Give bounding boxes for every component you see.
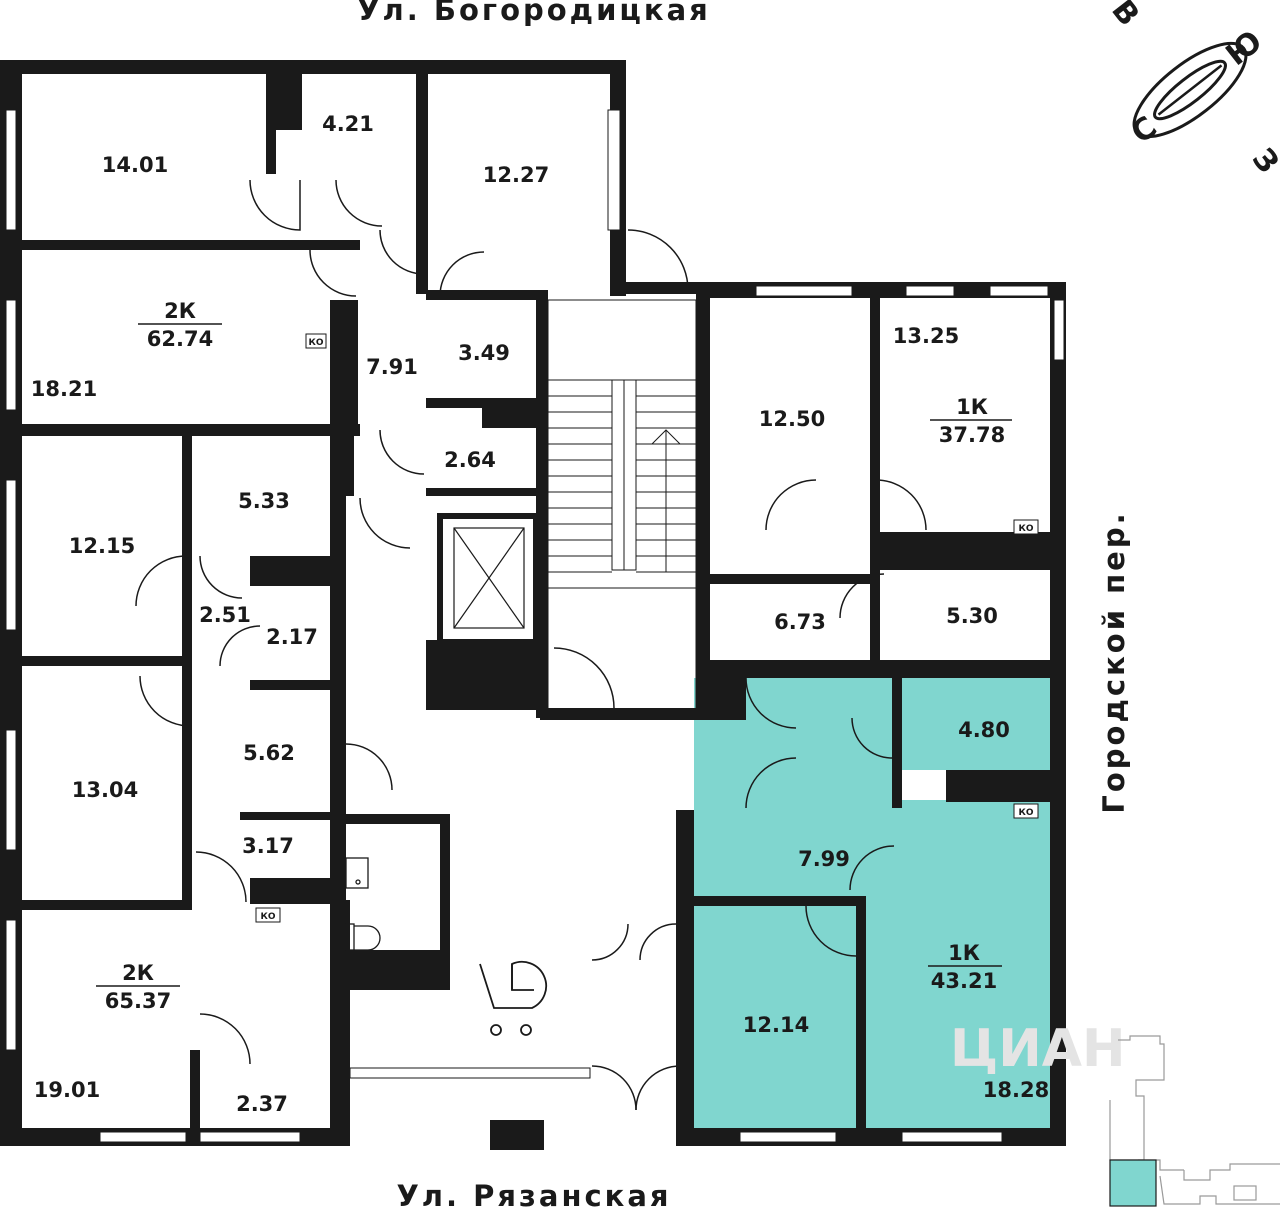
room-area: 2.37 bbox=[236, 1092, 288, 1116]
compass-icon: В Ю С З bbox=[1104, 0, 1280, 180]
sanitary-fixtures bbox=[345, 857, 381, 951]
doors bbox=[135, 179, 927, 1111]
room-area: 12.14 bbox=[743, 1013, 809, 1037]
apartment-labels: 2К 62.74 1К 37.78 2К 65.37 1К 43.21 bbox=[96, 299, 1012, 1013]
apartment-area: 62.74 bbox=[147, 327, 213, 351]
room-area: 14.01 bbox=[102, 153, 168, 177]
svg-text:КО: КО bbox=[308, 338, 323, 348]
street-south: Ул. Рязанская bbox=[396, 1179, 671, 1208]
compass-letter-south: Ю bbox=[1220, 24, 1269, 73]
room-area: 13.04 bbox=[72, 778, 138, 802]
apartment-label: 1К 43.21 bbox=[928, 941, 1002, 993]
room-area: 12.27 bbox=[483, 163, 549, 187]
highlight-bath bbox=[902, 678, 1052, 770]
compass-letter-west: З bbox=[1245, 142, 1280, 180]
street-east: Городской пер. bbox=[1097, 510, 1131, 813]
room-area: 5.30 bbox=[946, 604, 998, 628]
room-area: 3.17 bbox=[242, 834, 294, 858]
ko-marker: КО bbox=[255, 907, 281, 923]
ko-marker: КО bbox=[305, 333, 327, 349]
room-area: 2.64 bbox=[444, 448, 496, 472]
room-area: 5.33 bbox=[238, 489, 290, 513]
ko-markers: КО КО КО КО bbox=[255, 333, 1039, 923]
room-area: 12.15 bbox=[69, 534, 135, 558]
room-area: 4.80 bbox=[958, 718, 1010, 742]
apartment-label: 1К 37.78 bbox=[930, 395, 1012, 447]
svg-text:КО: КО bbox=[1018, 524, 1033, 534]
apartment-type: 1К bbox=[956, 395, 988, 419]
site-minimap bbox=[1109, 1035, 1280, 1207]
room-area: 7.99 bbox=[798, 847, 850, 871]
room-area: 2.51 bbox=[199, 603, 251, 627]
apartment-type: 1К bbox=[948, 941, 980, 965]
apartment-area: 43.21 bbox=[931, 969, 997, 993]
room-area: 18.21 bbox=[31, 377, 97, 401]
svg-text:КО: КО bbox=[260, 912, 275, 922]
highlight-main bbox=[694, 800, 1052, 1130]
street-north: Ул. Богородицкая bbox=[357, 0, 711, 27]
compass-letter-east: В bbox=[1104, 0, 1146, 33]
ko-marker: КО bbox=[1013, 803, 1039, 819]
room-area: 18.28 bbox=[983, 1078, 1049, 1102]
room-area: 12.50 bbox=[759, 407, 825, 431]
elevator bbox=[430, 513, 539, 702]
room-area: 13.25 bbox=[893, 324, 959, 348]
apartment-label: 2К 62.74 bbox=[138, 299, 222, 351]
room-area: 6.73 bbox=[774, 610, 826, 634]
apartment-area: 37.78 bbox=[939, 423, 1005, 447]
compass-letter-north: С bbox=[1125, 110, 1164, 151]
staircase bbox=[547, 299, 697, 711]
apartment-area: 65.37 bbox=[105, 989, 171, 1013]
room-area: 2.17 bbox=[266, 625, 318, 649]
room-labels: 14.01 4.21 12.27 18.21 7.91 3.49 2.64 12… bbox=[31, 112, 1049, 1116]
highlighted-apartment[interactable] bbox=[694, 678, 1052, 1130]
minimap-highlight bbox=[1109, 1159, 1157, 1207]
windows bbox=[5, 109, 1065, 1143]
room-area: 4.21 bbox=[322, 112, 374, 136]
apartment-type: 2К bbox=[122, 961, 154, 985]
svg-text:КО: КО bbox=[1018, 808, 1033, 818]
room-area: 19.01 bbox=[34, 1078, 100, 1102]
apartment-type: 2К bbox=[164, 299, 196, 323]
ko-marker: КО bbox=[1013, 519, 1039, 535]
room-area: 5.62 bbox=[243, 741, 295, 765]
watermark: ЦИАН bbox=[950, 1019, 1126, 1079]
room-area: 7.91 bbox=[366, 355, 418, 379]
stroller-icon bbox=[479, 960, 548, 1036]
apartment-label: 2К 65.37 bbox=[96, 961, 180, 1013]
room-area: 3.49 bbox=[458, 341, 510, 365]
